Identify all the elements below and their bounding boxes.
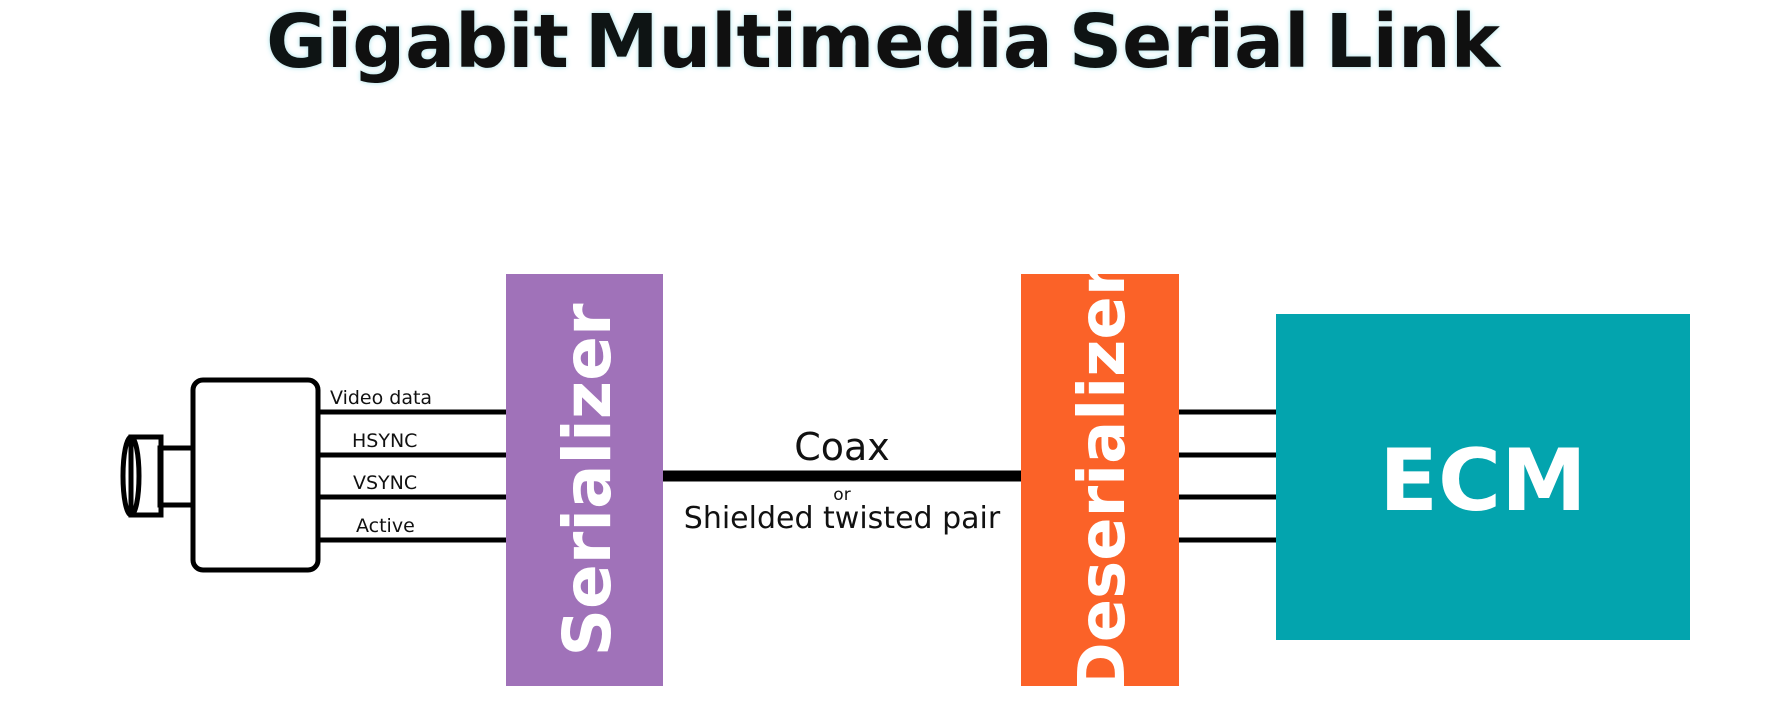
ecm-input-lines [1179,409,1276,543]
deserializer-block [1021,274,1179,686]
ecm-label: ECM [1379,431,1586,531]
serializer-block [506,274,663,686]
link-label-coax: Coax [794,425,890,469]
camera-icon [120,377,321,573]
ecm-block [1276,314,1690,640]
title-word-1: Gigabit [266,0,569,85]
signal-label-active: Active [356,515,415,537]
title-word-2: Multimedia [584,0,1053,85]
title-word-4: Link [1325,0,1500,85]
link-label-shielded-twisted-pair: Shielded twisted pair [684,501,1001,536]
signal-label-hsync: HSYNC [352,430,417,452]
serializer-label: Serializer [549,303,626,656]
deserializer-label: Deserializer [1066,264,1140,695]
link-label-or: or [833,485,850,505]
title-word-3: Serial [1068,0,1310,85]
signal-label-video-data: Video data [330,387,432,409]
camera-signal-lines [318,409,506,543]
signal-label-vsync: VSYNC [353,472,417,494]
